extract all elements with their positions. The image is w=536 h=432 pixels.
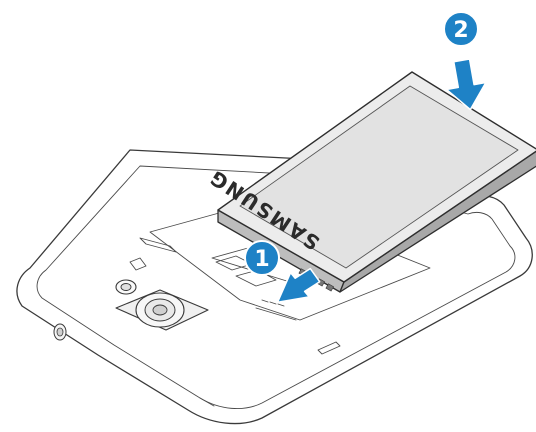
rear-camera-icon	[115, 289, 209, 331]
antenna-contact	[139, 237, 177, 253]
step-badge: 1	[244, 240, 280, 276]
antenna-contact-2	[129, 257, 147, 271]
battery-label-frame	[239, 85, 519, 269]
flash-icon	[115, 279, 137, 295]
step-badge: 2	[443, 11, 479, 47]
headset-jack-icon	[53, 323, 67, 341]
sim-tray-outline-2	[235, 269, 277, 287]
step-1-number: 1	[254, 247, 269, 272]
regulatory-marks	[255, 299, 297, 321]
side-key	[317, 341, 341, 355]
arrow-icon	[276, 267, 321, 303]
phone-back-housing	[16, 149, 533, 425]
bottom-edge-line	[199, 397, 215, 407]
arrow-icon	[445, 58, 487, 111]
phone-inner-rim	[36, 165, 516, 410]
step-2-number: 2	[453, 18, 468, 43]
